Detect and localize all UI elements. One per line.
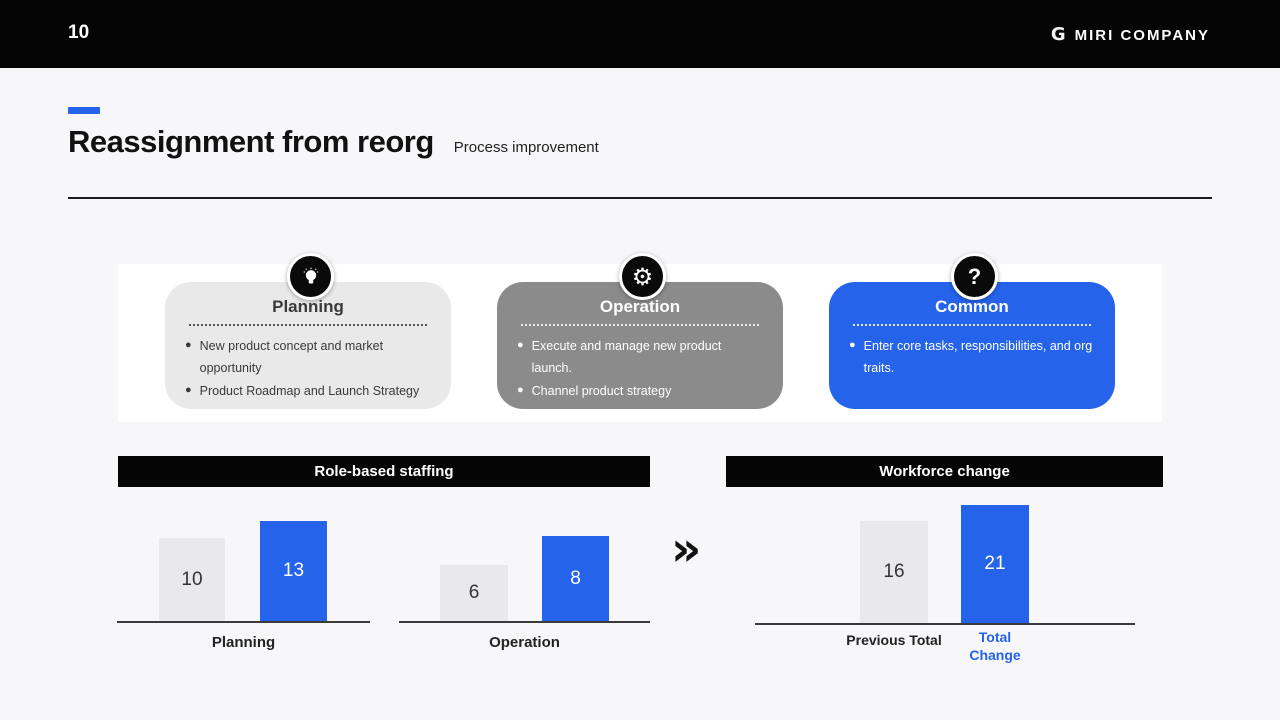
title-row: Reassignment from reorg Process improvem… [68,124,599,160]
bar-value: 16 [883,561,905,582]
bullet-item: ● Enter core tasks, responsibilities, an… [849,335,1097,380]
bar-value: 6 [468,582,480,603]
category-label-operation: Operation [489,634,560,651]
page-number: 10 [68,22,90,43]
question-mark-icon: ? [951,253,998,300]
g-logo-icon: G [1050,24,1066,45]
axis-baseline [755,623,1135,625]
double-chevron-right-icon: » [671,522,702,577]
bar-value: 21 [984,553,1006,574]
bullet-text: Channel product strategy [531,383,672,398]
bullet-item: ● Execute and manage new product launch. [517,335,765,380]
lightbulb-icon [287,253,334,300]
bar-value: 10 [181,568,203,590]
bullet-text: Enter core tasks, responsibilities, and … [863,339,1093,376]
bullet-text: New product concept and market opportuni… [199,339,384,376]
bullet-dot-icon: ● [849,339,856,351]
section-header-role-based-staffing: Role-based staffing [118,456,650,487]
bar-operation-before: 6 [440,565,508,621]
dotted-divider [189,324,427,326]
gear-icon: ⚙ [619,253,666,300]
axis-baseline [117,621,370,623]
bar-planning-before: 10 [159,538,225,621]
dotted-divider [521,324,759,326]
bullet-text: Execute and manage new product launch. [531,339,722,376]
bullet-dot-icon: ● [185,339,192,351]
card-common: Common ● Enter core tasks, responsibilit… [829,282,1115,409]
page-header: 10 G MIRI COMPANY [0,0,1280,68]
bar-previous-total: 16 [860,521,928,623]
bullet-text: Product Roadmap and Launch Strategy [199,383,420,398]
title-accent-bar [68,107,100,114]
page-title: Reassignment from reorg [68,124,434,159]
bullet-item: ● Product Roadmap and Launch Strategy [185,380,433,402]
bullet-dot-icon: ● [517,339,524,351]
axis-baseline [399,621,650,623]
category-label-previous-total: Previous Total [846,632,942,648]
bullet-dot-icon: ● [185,383,192,396]
dotted-divider [853,324,1091,326]
company-name: MIRI COMPANY [1074,26,1210,44]
section-header-workforce-change: Workforce change [726,456,1163,487]
bullet-item: ● New product concept and market opportu… [185,335,433,380]
bullet-dot-icon: ● [517,383,524,396]
title-divider [68,197,1212,199]
card-title: Operation [599,297,681,316]
card-operation: Operation ● Execute and manage new produ… [497,282,783,409]
card-planning: Planning ● New product concept and marke… [165,282,451,409]
company-logo: G MIRI COMPANY [1051,26,1210,44]
category-label-planning: Planning [211,634,276,651]
bar-value: 8 [570,567,581,589]
card-title: Planning [272,297,344,316]
page-subtitle: Process improvement [453,139,599,156]
card-title: Common [935,297,1009,316]
bar-operation-after: 8 [542,536,609,621]
category-label-total-change: Total Change [969,629,1021,663]
bar-total-change: 21 [961,505,1029,623]
bar-planning-after: 13 [260,521,327,621]
bullet-item: ● Channel product strategy [517,380,765,402]
bar-value: 13 [282,560,305,581]
